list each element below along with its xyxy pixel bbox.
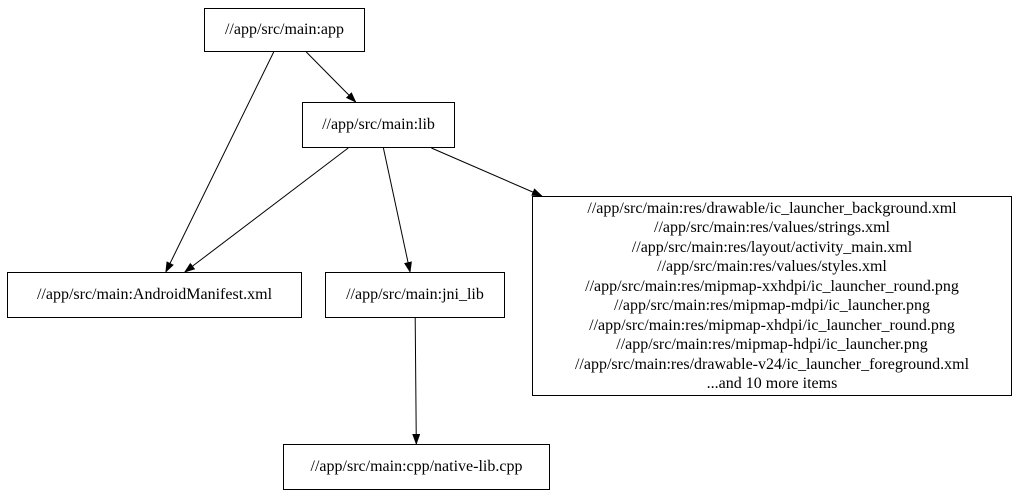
edge-jni_lib-to-native_cpp: [412, 317, 421, 445]
resource-file-line: //app/src/main:res/mipmap-xhdpi/ic_launc…: [589, 316, 955, 334]
resource-file-line: //app/src/main:res/drawable/ic_launcher_…: [587, 199, 957, 217]
node-label: //app/src/main:lib: [322, 116, 435, 134]
node-label: //app/src/main:jni_lib: [346, 286, 484, 304]
node-label: //app/src/main:cpp/native-lib.cpp: [310, 458, 523, 476]
graph-node-jni-lib-target: //app/src/main:jni_lib: [325, 272, 505, 318]
resource-file-line: //app/src/main:res/values/strings.xml: [654, 219, 890, 236]
graph-node-lib-target: //app/src/main:lib: [302, 102, 455, 148]
more-items-note: ...and 10 more items: [706, 375, 838, 392]
resource-file-line: //app/src/main:res/layout/activity_main.…: [631, 238, 913, 256]
resource-file-line: //app/src/main:res/mipmap-xxhdpi/ic_laun…: [585, 277, 959, 295]
resource-file-line: //app/src/main:res/drawable-v24/ic_launc…: [574, 355, 970, 373]
graph-node-native-lib-cpp: //app/src/main:cpp/native-lib.cpp: [283, 444, 550, 490]
graph-node-app-target: //app/src/main:app: [204, 8, 365, 52]
edge-app-to-lib: [305, 51, 357, 103]
edge-lib-to-manifest: [184, 147, 349, 273]
edge-lib-to-res_group: [431, 147, 543, 197]
resource-file-line: //app/src/main:res/values/styles.xml: [657, 258, 887, 275]
node-label: //app/src/main:AndroidManifest.xml: [36, 286, 273, 304]
resource-file-line: //app/src/main:res/mipmap-mdpi/ic_launch…: [614, 297, 930, 314]
edge-lib-to-jni_lib: [382, 147, 412, 273]
edge-app-to-manifest: [165, 51, 275, 273]
node-label: //app/src/main:app: [224, 21, 345, 39]
graph-node-android-manifest: //app/src/main:AndroidManifest.xml: [7, 272, 302, 318]
graph-node-resource-files-group: //app/src/main:res/drawable/ic_launcher_…: [532, 196, 1012, 396]
resource-file-line: //app/src/main:res/mipmap-hdpi/ic_launch…: [616, 336, 928, 353]
